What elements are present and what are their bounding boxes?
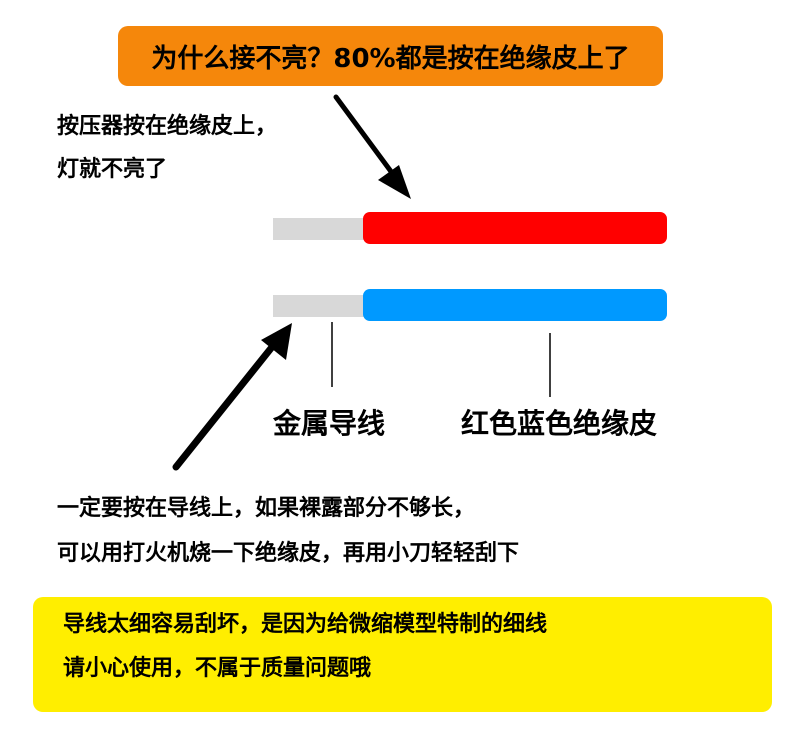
- instruction-note-line-1: 一定要按在导线上，如果裸露部分不够长，: [57, 496, 476, 521]
- warning-note-line-1: 按压器按在绝缘皮上，: [57, 114, 278, 139]
- conductor-label: 金属导线: [273, 407, 386, 440]
- blue-wire-insulation: [363, 289, 667, 321]
- title-banner: 为什么接不亮？80%都是按在绝缘皮上了: [118, 26, 663, 86]
- blue-wire-conductor: [273, 295, 367, 317]
- insulation-label: 红色蓝色绝缘皮: [461, 407, 658, 440]
- instruction-note: 一定要按在导线上，如果裸露部分不够长， 可以用打火机烧一下绝缘皮，再用小刀轻轻刮…: [57, 497, 519, 566]
- footer-line-1: 导线太细容易刮坏，是因为给微缩模型特制的细线: [63, 612, 548, 637]
- footer-line-2: 请小心使用，不属于质量问题哦: [63, 656, 372, 681]
- red-wire-conductor: [273, 218, 367, 240]
- arrow-to-insulation: [333, 94, 411, 199]
- instruction-note-line-2: 可以用打火机烧一下绝缘皮，再用小刀轻轻刮下: [57, 541, 520, 566]
- arrow-to-conductor: [172, 323, 292, 471]
- warning-note: 按压器按在绝缘皮上， 灯就不亮了: [57, 115, 277, 182]
- footer-notice: 导线太细容易刮坏，是因为给微缩模型特制的细线 请小心使用，不属于质量问题哦: [33, 597, 772, 712]
- warning-note-line-2: 灯就不亮了: [57, 157, 168, 182]
- title-banner-text: 为什么接不亮？80%都是按在绝缘皮上了: [151, 43, 630, 74]
- red-wire-insulation: [363, 212, 667, 244]
